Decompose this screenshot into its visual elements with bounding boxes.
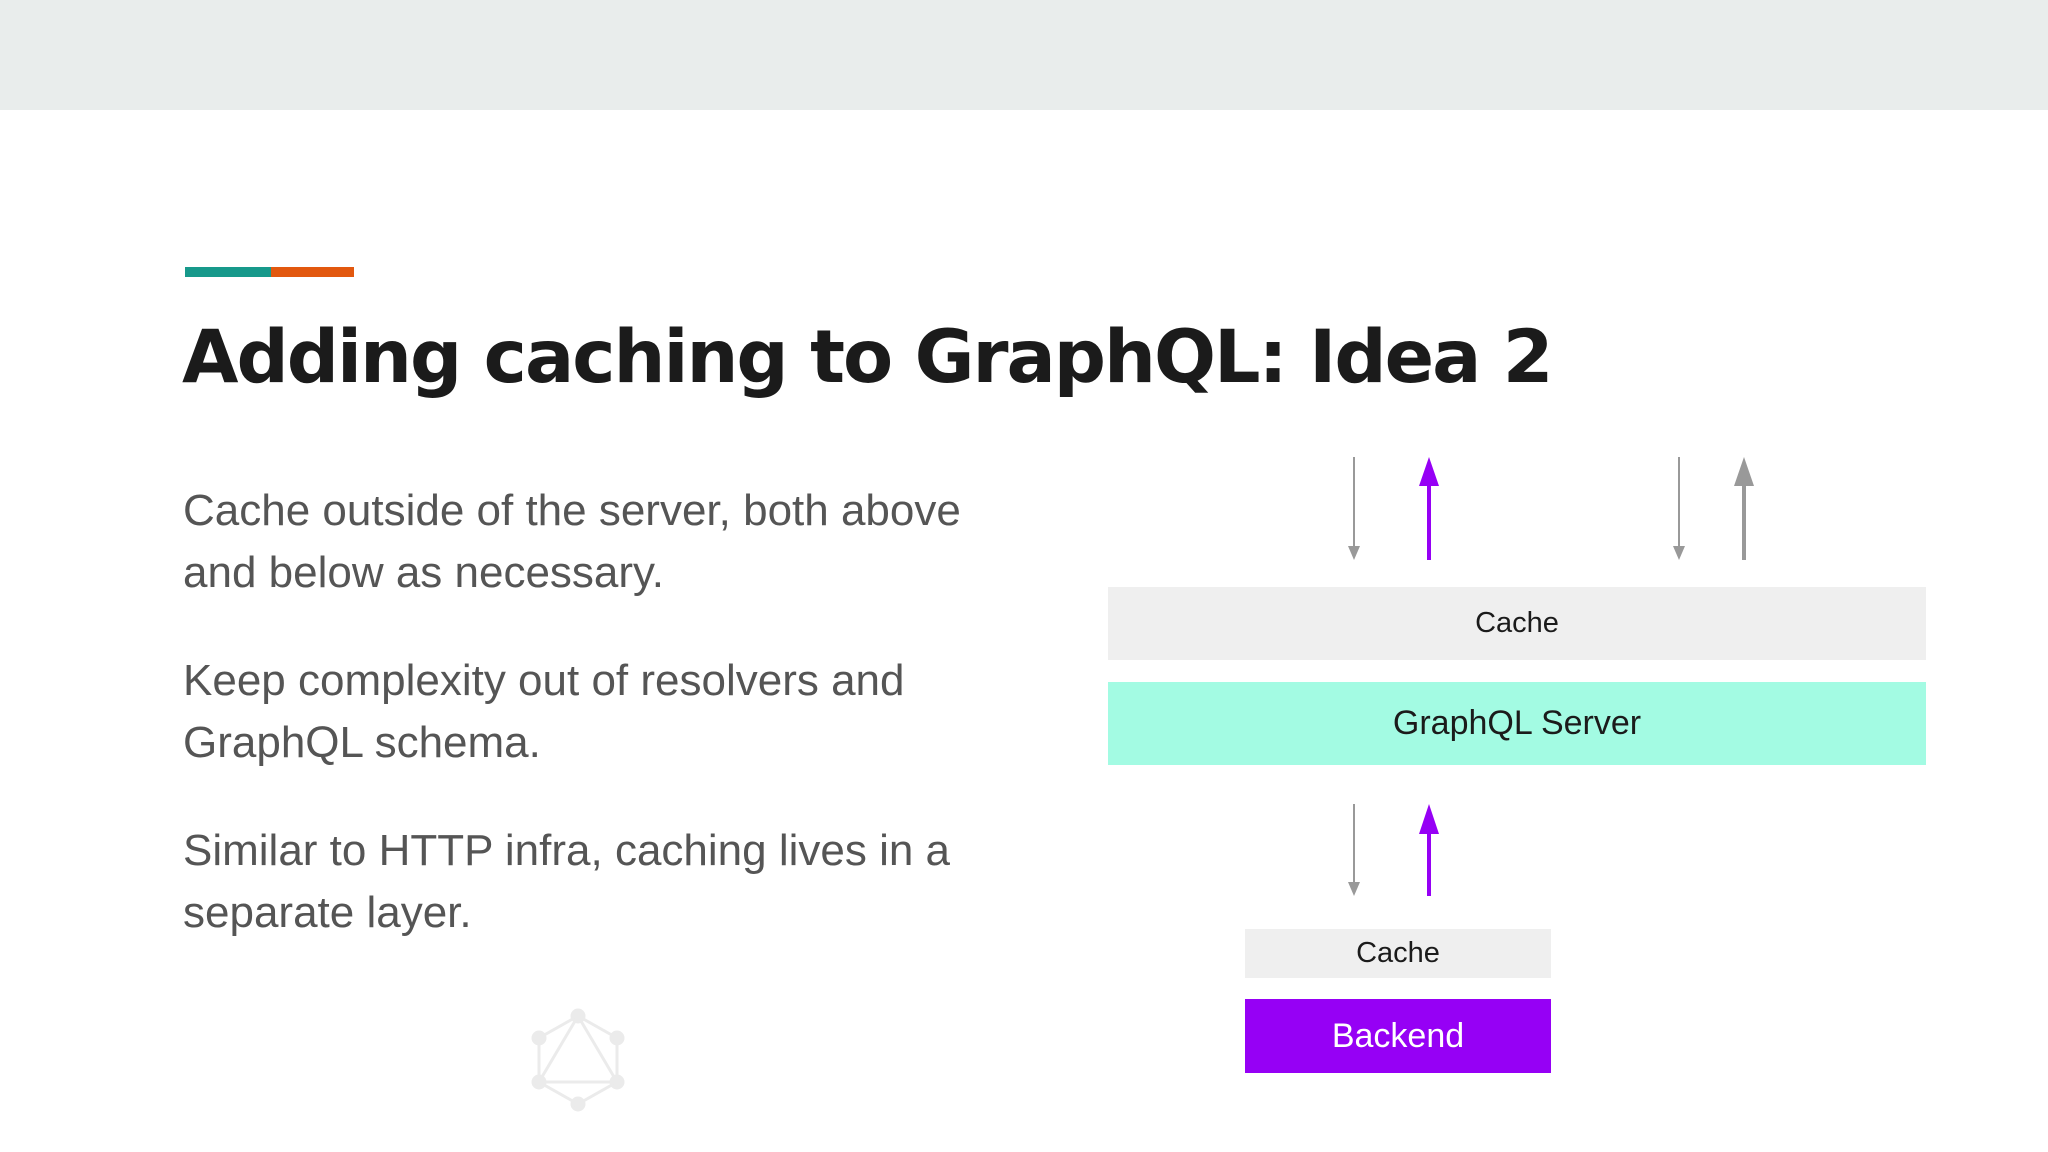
arrow-up-purple-icon: [1419, 457, 1439, 560]
arrow-up-purple-icon: [1419, 804, 1439, 896]
top-band: [0, 0, 2048, 110]
bullet-3: Similar to HTTP infra, caching lives in …: [183, 826, 951, 937]
arrow-down-gray-icon: [1348, 804, 1360, 896]
accent-bar-teal: [185, 267, 271, 277]
arrow-down-gray-icon: [1673, 457, 1685, 560]
accent-bar-orange: [271, 267, 354, 277]
slide-title: Adding caching to GraphQL: Idea 2: [182, 315, 1554, 400]
bullet-1: Cache outside of the server, both above …: [183, 486, 961, 597]
top-cache-layer: Cache: [1108, 587, 1926, 660]
bottom-cache-layer: Cache: [1245, 929, 1551, 978]
bullet-list: Cache outside of the server, both above …: [183, 480, 963, 990]
graphql-logo-icon: [531, 1008, 625, 1112]
backend-layer: Backend: [1245, 999, 1551, 1073]
arrow-up-gray-icon: [1734, 457, 1754, 560]
graphql-server-layer: GraphQL Server: [1108, 682, 1926, 765]
arrow-down-gray-icon: [1348, 457, 1360, 560]
bullet-2: Keep complexity out of resolvers and Gra…: [183, 656, 905, 767]
